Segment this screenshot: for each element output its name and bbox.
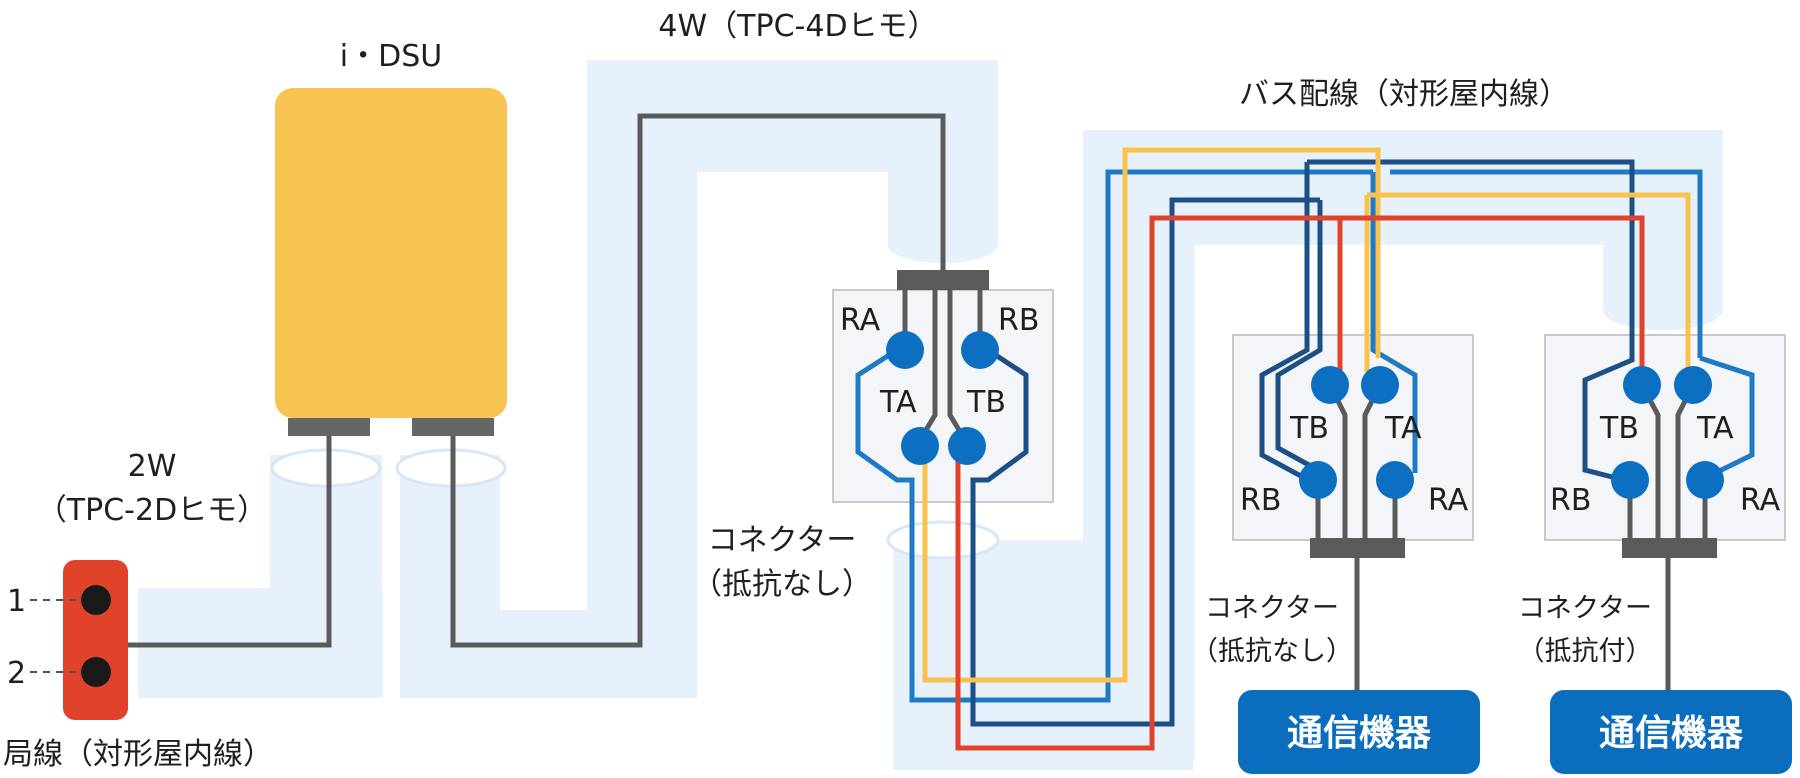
connector2-caption-line2: （抵抗なし） <box>1191 636 1353 667</box>
connector2-terminal-ta <box>1361 366 1399 404</box>
connector1-panel <box>832 289 1054 503</box>
connector2-label-rb: RB <box>1240 483 1281 518</box>
bus-wiring-label: バス配線（対形屋内線） <box>1239 77 1569 112</box>
connector3-terminal-rb <box>1611 461 1649 499</box>
connector3-label-tb: TB <box>1599 411 1639 446</box>
kyokusen-label: 局線（対形屋内線） <box>3 737 273 772</box>
device2-box <box>1550 690 1792 774</box>
idsu-port-2w <box>288 418 370 436</box>
wire-yellow <box>922 147 1691 683</box>
wire-red <box>955 215 1645 751</box>
connector3-label-rb: RB <box>1550 483 1591 518</box>
pin1-label: 1 <box>7 584 26 619</box>
w2-label-line2: （TPC-2Dヒモ） <box>37 493 267 528</box>
connector3-bar <box>1622 538 1717 558</box>
connector3-terminal-ta <box>1674 366 1712 404</box>
connector1-caption-line2: （抵抗なし） <box>692 567 872 602</box>
connector2-bar <box>1310 538 1405 558</box>
connector2-label-ta: TA <box>1384 411 1422 446</box>
gray-cables <box>115 113 946 648</box>
idsu-port-4w <box>412 418 494 436</box>
local-line-plug <box>63 560 128 720</box>
connector1-caption-line1: コネクター <box>708 523 857 558</box>
connector1-label-tb: TB <box>966 385 1006 420</box>
connector1-terminal-ra <box>886 331 924 369</box>
device1-box <box>1238 690 1480 774</box>
connector2-terminal-tb <box>1311 366 1349 404</box>
connector3-caption-line1: コネクター <box>1518 593 1652 624</box>
pin1-terminal <box>81 585 111 615</box>
connector1-terminal-ta <box>901 427 939 465</box>
connector1-label-ra: RA <box>840 303 881 338</box>
device1-label: 通信機器 <box>1287 713 1432 754</box>
idsu-box <box>275 88 507 418</box>
idsu-label: i・DSU <box>340 39 442 74</box>
connector3-terminal-tb <box>1623 366 1661 404</box>
connector2-label-ra: RA <box>1428 483 1469 518</box>
wire-dark <box>970 159 1635 727</box>
connector3-caption-line2: （抵抗付） <box>1518 636 1653 667</box>
device2-label: 通信機器 <box>1599 713 1744 754</box>
connector1-label-rb: RB <box>998 303 1039 338</box>
connector1-terminal-rb <box>961 331 999 369</box>
connector2-caption-line1: コネクター <box>1205 593 1339 624</box>
pin2-label: 2 <box>7 656 26 691</box>
connector2-terminal-rb <box>1299 461 1337 499</box>
pin2-terminal <box>81 657 111 687</box>
connector3-label-ra: RA <box>1740 483 1781 518</box>
connector1-label-ta: TA <box>879 385 917 420</box>
connector1-terminal-tb <box>948 427 986 465</box>
w2-label-line1: 2W <box>128 449 177 484</box>
connector3-label-ta: TA <box>1696 411 1734 446</box>
connector2-terminal-ra <box>1376 461 1414 499</box>
connector1-bar <box>897 270 989 290</box>
w4-cable-label: 4W（TPC-4Dヒモ） <box>658 9 937 44</box>
connector3-terminal-ra <box>1686 461 1724 499</box>
connector2-label-tb: TB <box>1289 411 1329 446</box>
wire-blue <box>855 169 1755 703</box>
